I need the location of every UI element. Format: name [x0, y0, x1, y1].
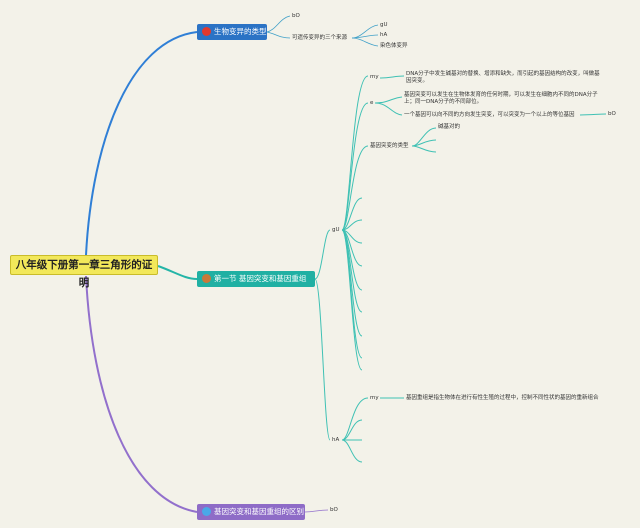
node-direction-text[interactable]: 一个基因可以向不同的方向发生突变，可以突变为一个以上的等位基因 — [404, 112, 575, 118]
branch-section1[interactable]: 第一节 基因突变和基因重组 — [197, 271, 315, 287]
branch-label: 第一节 基因突变和基因重组 — [214, 274, 307, 283]
node-bo[interactable]: bO — [608, 111, 616, 117]
red-dot-icon — [202, 27, 211, 36]
orange-dot-icon — [202, 274, 211, 283]
connector-root-branch1 — [85, 31, 198, 256]
root-node[interactable]: 八年级下册第一章三角形的证明 — [10, 255, 158, 289]
branch-difference[interactable]: 基因突变和基因重组的区别 — [197, 504, 305, 520]
node-gu-gene-mutation[interactable]: gU — [332, 227, 340, 233]
node-gu[interactable]: gU — [380, 22, 388, 28]
node-mutation-types[interactable]: 基因突变的类型 — [370, 143, 409, 149]
branch-mutation-types[interactable]: 生物变异的类型 — [197, 24, 267, 40]
node-base-pair[interactable]: 碱基对的 — [438, 124, 461, 130]
node-my[interactable]: my — [370, 395, 379, 401]
connector-root-branch3 — [85, 275, 198, 513]
node-ha-recombination[interactable]: hA — [332, 437, 340, 443]
node-heritable-sources[interactable]: 可遗传变异的三个来源 — [292, 35, 348, 41]
node-bo[interactable]: bO — [292, 13, 300, 19]
node-ha[interactable]: hA — [380, 32, 388, 38]
node-my[interactable]: my — [370, 74, 379, 80]
branch-label: 基因突变和基因重组的区别 — [214, 507, 304, 516]
node-bo[interactable]: bO — [330, 507, 338, 513]
node-definition-text[interactable]: DNA分子中发生碱基对的替换、增添和缺失，而引起的基因结构的改变，叫做基因突变。 — [406, 71, 600, 84]
connector-root-branch2 — [157, 265, 198, 280]
node-recombination-text[interactable]: 基因重组是指生物体在进行有性生殖的过程中，控制不同性状的基因的重新组合 — [406, 395, 599, 401]
node-chromosome-variation[interactable]: 染色体变异 — [380, 43, 408, 49]
branch-label: 生物变异的类型 — [214, 27, 267, 36]
node-e[interactable]: e — [370, 100, 374, 106]
blue-dot-icon — [202, 507, 211, 516]
node-timing-text[interactable]: 基因突变可以发生在生物体发育的任何时期，可以发生在细胞内不同的DNA分子上；同一… — [404, 92, 598, 105]
